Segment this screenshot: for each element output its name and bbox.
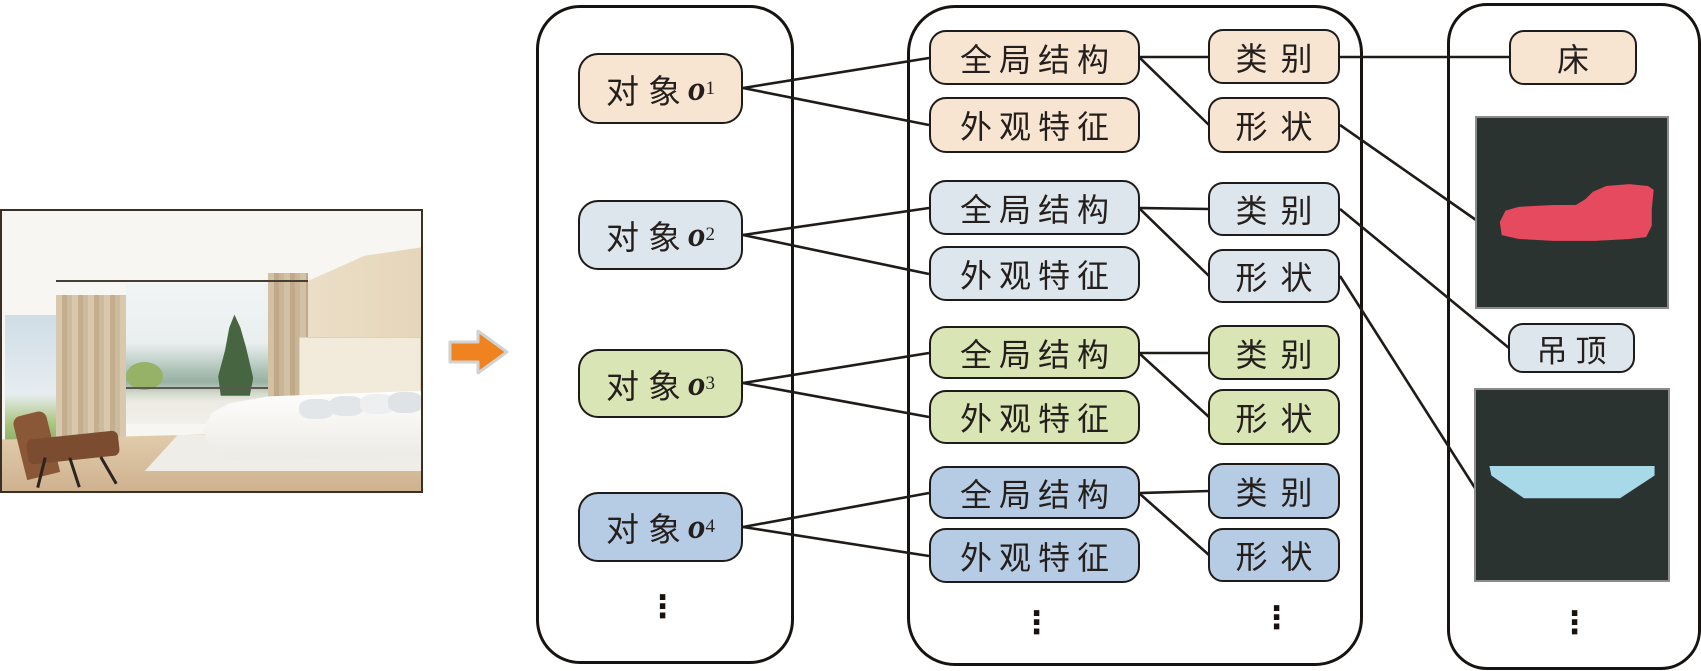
photo-pillow (329, 395, 365, 416)
bed-mask-image (1475, 116, 1669, 309)
shape-label: 形状 (1235, 539, 1326, 575)
photo-pillow (298, 398, 334, 420)
appearance-label: 外观特征 (959, 109, 1116, 145)
appearance-node-4: 外观特征 (929, 528, 1140, 583)
edge-h1-bed-mask (1339, 123, 1477, 222)
shape-node-1: 形状 (1208, 97, 1340, 153)
appearance-node-3: 外观特征 (929, 390, 1140, 444)
shape-label: 形状 (1235, 401, 1326, 437)
object-label: 对象 (606, 221, 690, 257)
edge-o3-structure (742, 351, 930, 385)
structure-label: 全局结构 (959, 191, 1116, 228)
flow-arrow-shape (448, 329, 509, 375)
object-symbol: o (688, 215, 706, 254)
appearance-label: 外观特征 (959, 257, 1116, 294)
edge-o4-structure (742, 491, 930, 529)
edge-s1-shape (1139, 57, 1210, 126)
structure-node-3: 全局结构 (929, 326, 1140, 379)
structure-node-2: 全局结构 (929, 180, 1140, 235)
category-node-3: 类别 (1208, 325, 1340, 380)
photo-bed (203, 390, 421, 460)
edge-h2-ceiling-mask (1338, 275, 1477, 489)
appearance-node-1: 外观特征 (929, 97, 1140, 153)
category-node-2: 类别 (1208, 182, 1340, 236)
shape-node-3: 形状 (1208, 389, 1340, 445)
ceiling-label: 吊顶 (1536, 333, 1615, 369)
instances-panel (1447, 3, 1701, 670)
structure-node-4: 全局结构 (929, 466, 1140, 519)
ceiling-mask-shape (1489, 466, 1655, 499)
photo-pillow (359, 394, 395, 415)
appearance-node-2: 外观特征 (929, 246, 1140, 301)
bed-label-node: 床 (1509, 30, 1637, 85)
photo-pillow (388, 392, 421, 413)
edge-o2-appearance (742, 233, 930, 276)
ellipsis-category-column: ⋮ (1261, 600, 1292, 636)
attributes-panel (907, 5, 1363, 666)
bed-label: 床 (1556, 41, 1589, 78)
edge-s2-shape (1139, 208, 1210, 277)
object-symbol: o (688, 363, 706, 403)
photo-window-beam (56, 279, 308, 282)
edge-o4-appearance (742, 525, 930, 558)
category-label: 类别 (1235, 475, 1326, 511)
bedroom-photo-image (0, 209, 423, 493)
category-label: 类别 (1235, 193, 1326, 229)
structure-label: 全局结构 (959, 336, 1116, 373)
category-node-4: 类别 (1208, 463, 1340, 519)
category-label: 类别 (1235, 40, 1326, 77)
structure-label: 全局结构 (959, 41, 1116, 78)
appearance-label: 外观特征 (959, 539, 1116, 576)
objects-panel (536, 5, 794, 664)
shape-node-4: 形状 (1208, 528, 1340, 582)
object-label: 对象 (606, 513, 690, 549)
ellipsis-instances: ⋮ (1559, 605, 1590, 641)
ceiling-mask-image (1474, 388, 1670, 582)
ceiling-label-node: 吊顶 (1508, 323, 1635, 373)
edge-o3-appearance (742, 381, 930, 419)
photo-foliage (125, 362, 163, 391)
appearance-label: 外观特征 (959, 401, 1116, 437)
edge-o2-structure (742, 206, 930, 237)
photo-center-window (125, 283, 269, 424)
edge-o1-structure (742, 56, 930, 90)
object-label: 对象 (606, 74, 690, 111)
edge-c2-ceiling (1339, 207, 1510, 350)
edge-s3-shape (1139, 353, 1210, 418)
structure-node-1: 全局结构 (929, 30, 1140, 85)
object-label: 对象 (606, 369, 690, 406)
structure-label: 全局结构 (959, 476, 1116, 513)
photo-glass-railing (125, 387, 269, 390)
shape-node-2: 形状 (1208, 249, 1340, 303)
shape-label: 形状 (1235, 109, 1326, 145)
category-label: 类别 (1235, 336, 1326, 373)
flow-arrow-icon (448, 329, 509, 375)
edge-s4-category (1139, 489, 1210, 495)
edge-s4-shape (1139, 493, 1210, 556)
shape-label: 形状 (1235, 260, 1326, 296)
edge-o1-appearance (742, 86, 930, 127)
category-node-1: 类别 (1208, 29, 1340, 84)
ellipsis-structure-column: ⋮ (1021, 605, 1052, 641)
object-symbol: o (688, 507, 706, 546)
edge-s2-category (1139, 206, 1210, 211)
ellipsis-objects: ⋮ (647, 589, 678, 625)
object-symbol: o (688, 68, 706, 108)
bed-mask-shape (1499, 184, 1654, 241)
